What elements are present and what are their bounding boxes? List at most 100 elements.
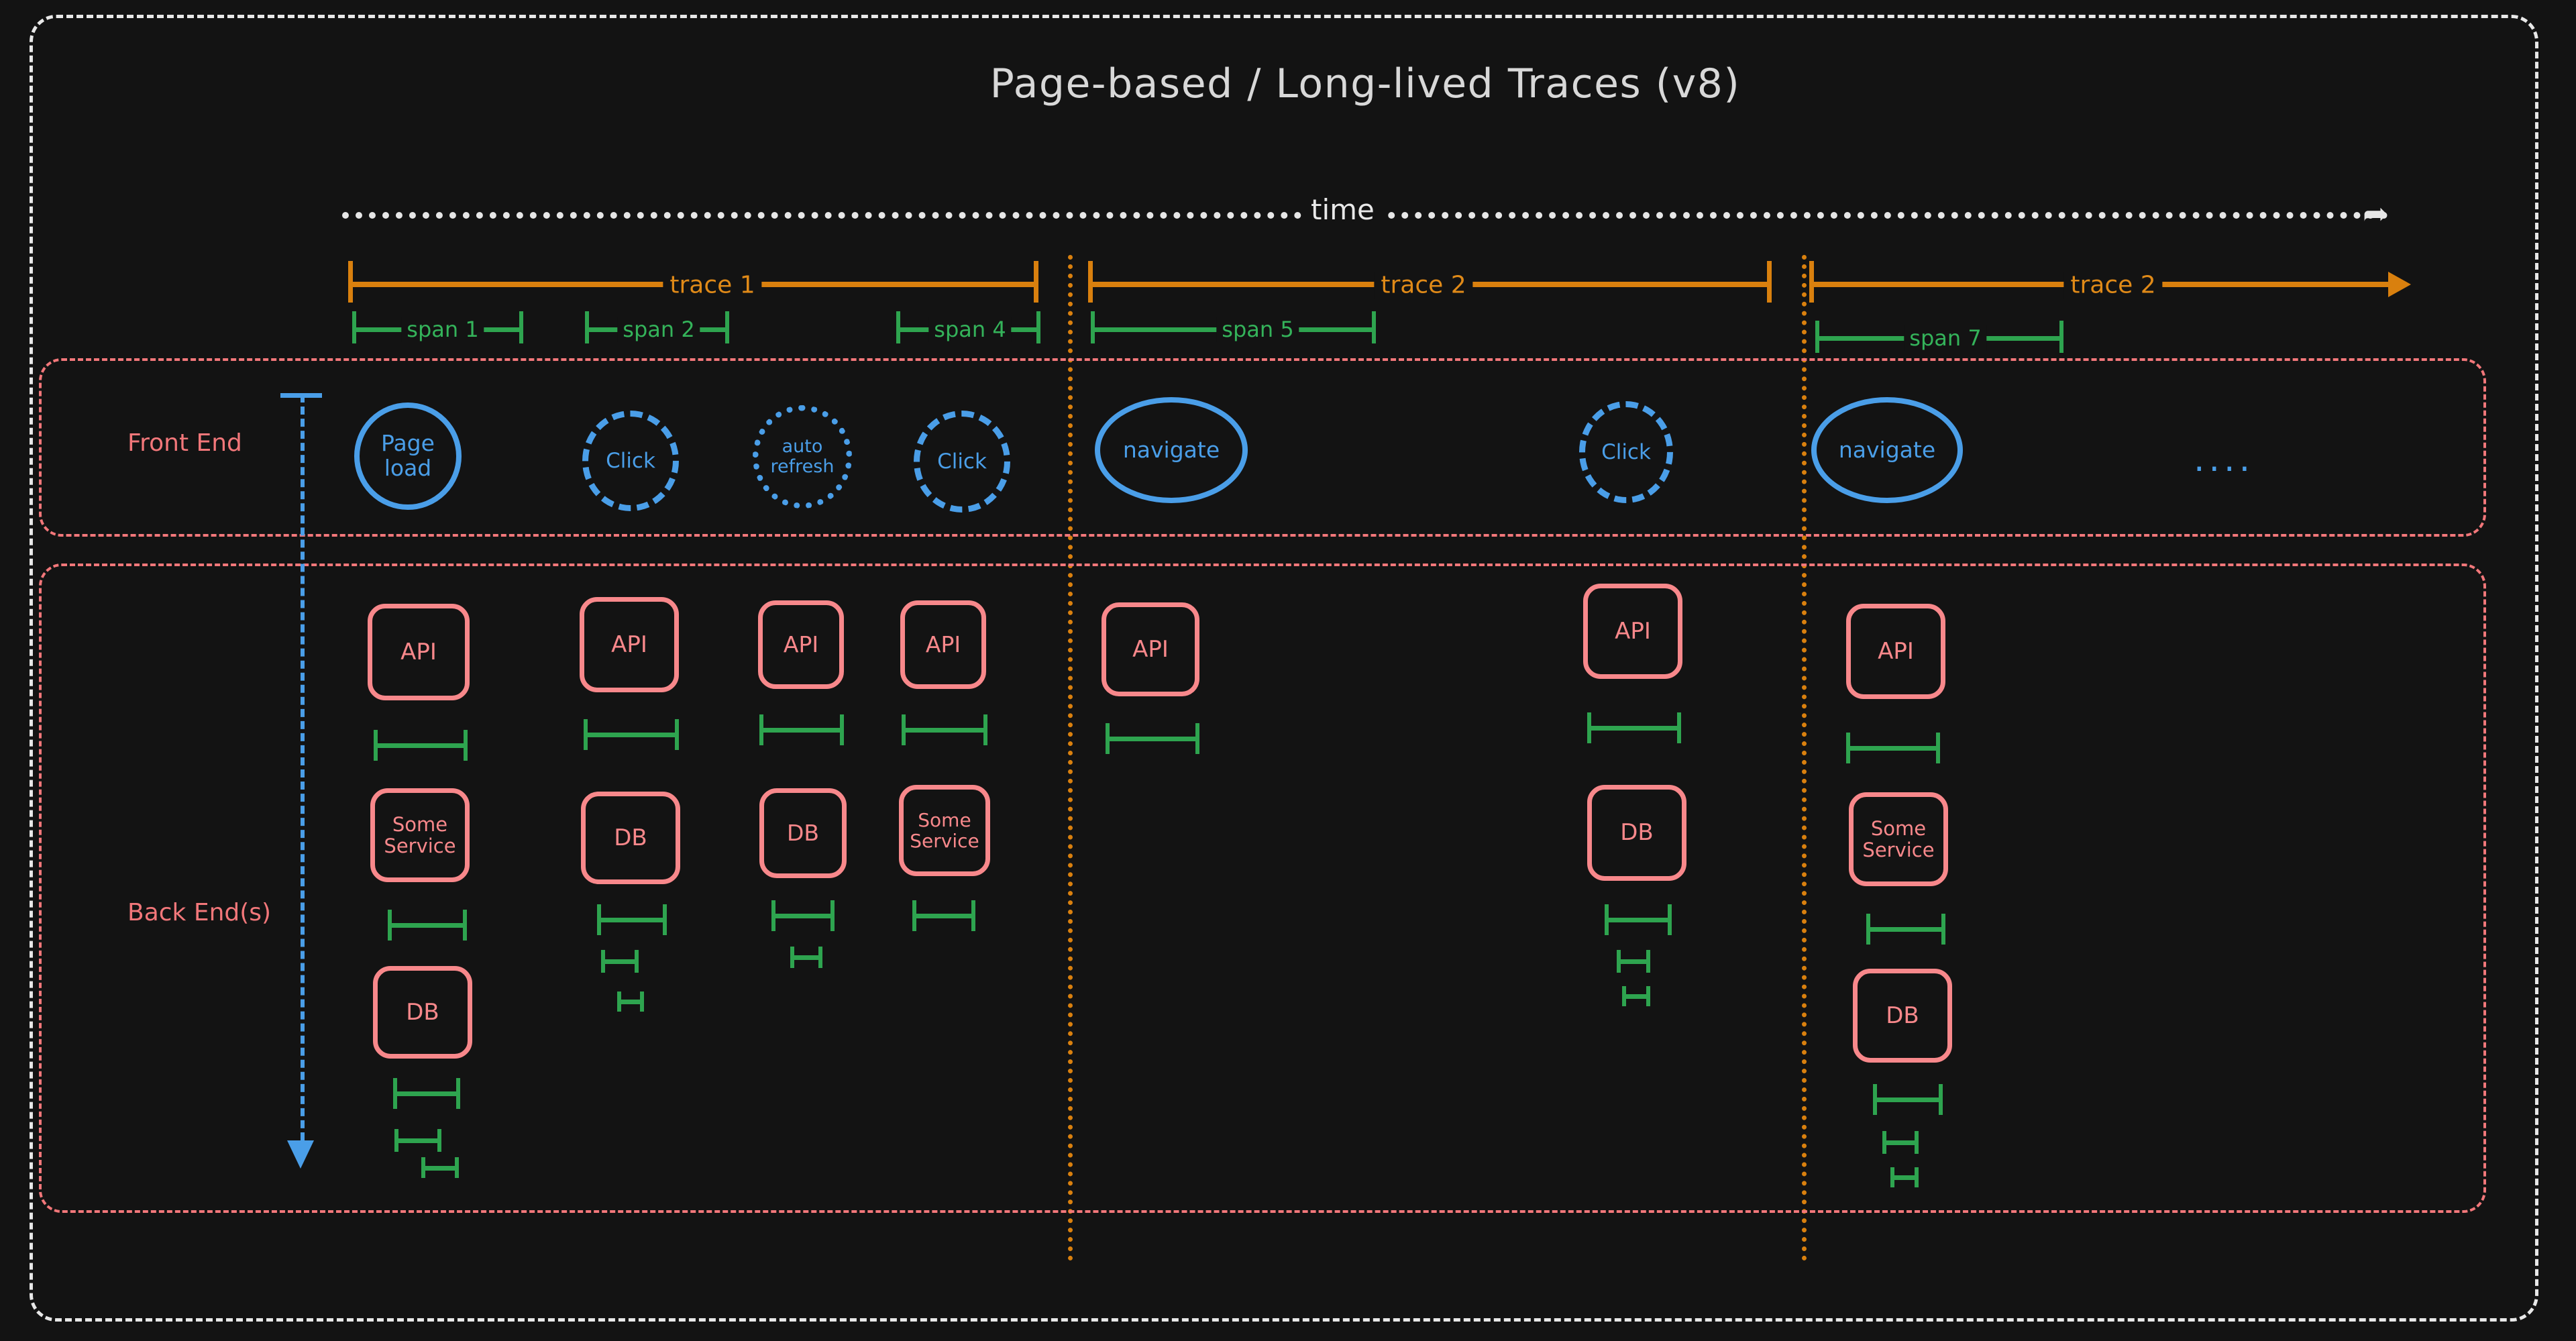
frontend-node-click[interactable]: Click	[1579, 401, 1673, 503]
span-end-cap	[1677, 712, 1681, 743]
outer-frame	[30, 15, 2538, 1322]
span-bar	[771, 914, 835, 918]
frontend-node-auto-refresh[interactable]: auto refresh	[753, 405, 852, 508]
span-end-cap	[1646, 950, 1650, 973]
frontend-panel	[39, 358, 2486, 537]
frontend-node-label: auto refresh	[770, 435, 835, 477]
backend-node-some-service[interactable]: Some Service	[1849, 792, 1948, 886]
span-end-cap	[818, 947, 822, 968]
backend-node-db[interactable]: DB	[581, 792, 680, 884]
backend-node-api[interactable]: API	[580, 597, 679, 692]
span-start-cap	[902, 714, 906, 745]
span-bar	[388, 923, 467, 928]
trace-divider	[1802, 255, 1807, 1261]
span-start-cap	[584, 719, 588, 750]
span-end-cap	[1936, 733, 1940, 763]
time-axis-label: time	[1301, 193, 1384, 226]
span-end-cap	[983, 714, 987, 745]
frontend-node-label: navigate	[1838, 436, 1936, 463]
span-start-cap	[374, 730, 378, 761]
trace-arrow-icon	[2388, 272, 2411, 297]
span-end-cap	[1939, 1084, 1943, 1115]
span-bar	[421, 1166, 459, 1171]
time-axis-arrow-icon: ➦	[2363, 195, 2389, 231]
backend-node-api[interactable]: API	[1846, 604, 1945, 699]
span-end-cap	[830, 900, 835, 931]
span-bar	[1873, 1097, 1943, 1102]
span-end-cap	[455, 1157, 459, 1178]
span-start-cap	[1622, 986, 1626, 1006]
span-bar	[759, 728, 844, 733]
frontend-node-label: Click	[937, 449, 987, 474]
span-bar	[601, 959, 639, 964]
backend-node-api[interactable]: API	[900, 600, 986, 689]
span-end-cap	[2059, 321, 2063, 353]
span-bar	[1605, 918, 1672, 922]
frontend-node-label: Click	[1601, 439, 1651, 464]
trace-label: trace 1	[663, 271, 762, 299]
span-bar	[1846, 746, 1940, 751]
frontend-node-navigate[interactable]: navigate	[1811, 397, 1963, 503]
span-bar	[1882, 1140, 1919, 1145]
frontend-node-click[interactable]: Click	[582, 411, 679, 511]
backend-node-label: API	[400, 638, 437, 665]
span-start-cap	[1605, 904, 1609, 935]
backend-node-some-service[interactable]: Some Service	[370, 788, 470, 882]
span-bar	[790, 955, 822, 960]
backend-node-label: API	[925, 631, 961, 657]
backend-node-api[interactable]: API	[758, 600, 844, 689]
backend-node-label: Some Service	[1862, 816, 1935, 861]
span-end-cap	[437, 1129, 441, 1152]
span-start-cap	[601, 950, 605, 973]
span-label: span 2	[617, 317, 700, 342]
backend-node-some-service[interactable]: Some Service	[899, 785, 990, 876]
backend-node-label: API	[783, 631, 819, 657]
trace-label: trace 2	[1374, 271, 1473, 299]
frontend-more-ellipsis: ....	[2194, 439, 2255, 480]
span-start-cap	[421, 1157, 425, 1178]
span-bar	[374, 743, 468, 748]
span-end-cap	[640, 991, 644, 1012]
frontend-node-navigate[interactable]: navigate	[1095, 397, 1248, 503]
span-end-cap	[1646, 986, 1650, 1006]
vertical-axis-arrow-icon	[287, 1140, 314, 1169]
backend-node-label: API	[611, 631, 647, 658]
frontend-node-page-load[interactable]: Page load	[354, 403, 462, 510]
span-start-cap	[393, 1078, 397, 1109]
frontend-node-label: Click	[606, 448, 655, 473]
backend-node-db[interactable]: DB	[373, 966, 472, 1059]
span-end-cap	[1372, 311, 1376, 343]
span-bar	[1622, 994, 1650, 999]
span-bar	[394, 1138, 441, 1143]
backend-node-db[interactable]: DB	[1587, 785, 1686, 881]
backend-node-label: API	[1132, 635, 1169, 663]
backend-node-api[interactable]: API	[368, 604, 470, 700]
backend-node-api[interactable]: API	[1583, 584, 1682, 679]
backend-node-api[interactable]: API	[1102, 602, 1199, 696]
span-start-cap	[1882, 1131, 1886, 1154]
span-start-cap	[759, 714, 763, 745]
backend-node-db[interactable]: DB	[1853, 969, 1952, 1063]
span-end-cap	[519, 311, 523, 343]
span-bar	[597, 918, 667, 922]
backend-node-label: Some Service	[910, 808, 979, 852]
span-end-cap	[463, 910, 467, 941]
span-bar	[393, 1091, 460, 1096]
backend-node-db[interactable]: DB	[759, 788, 847, 878]
span-end-cap	[675, 719, 679, 750]
span-end-cap	[971, 900, 975, 931]
span-end-cap	[464, 730, 468, 761]
backend-node-label: DB	[614, 824, 647, 851]
span-bar	[617, 1000, 644, 1004]
trace-end-cap	[1767, 261, 1772, 303]
backend-node-label: DB	[786, 819, 820, 846]
span-end-cap	[1915, 1131, 1919, 1154]
span-start-cap	[1617, 950, 1621, 973]
frontend-node-click[interactable]: Click	[914, 411, 1010, 513]
span-bar	[584, 733, 679, 737]
span-label: span 4	[928, 317, 1012, 342]
span-end-cap	[456, 1078, 460, 1109]
span-label: span 1	[401, 317, 484, 342]
span-end-cap	[1036, 311, 1040, 343]
span-start-cap	[771, 900, 775, 931]
